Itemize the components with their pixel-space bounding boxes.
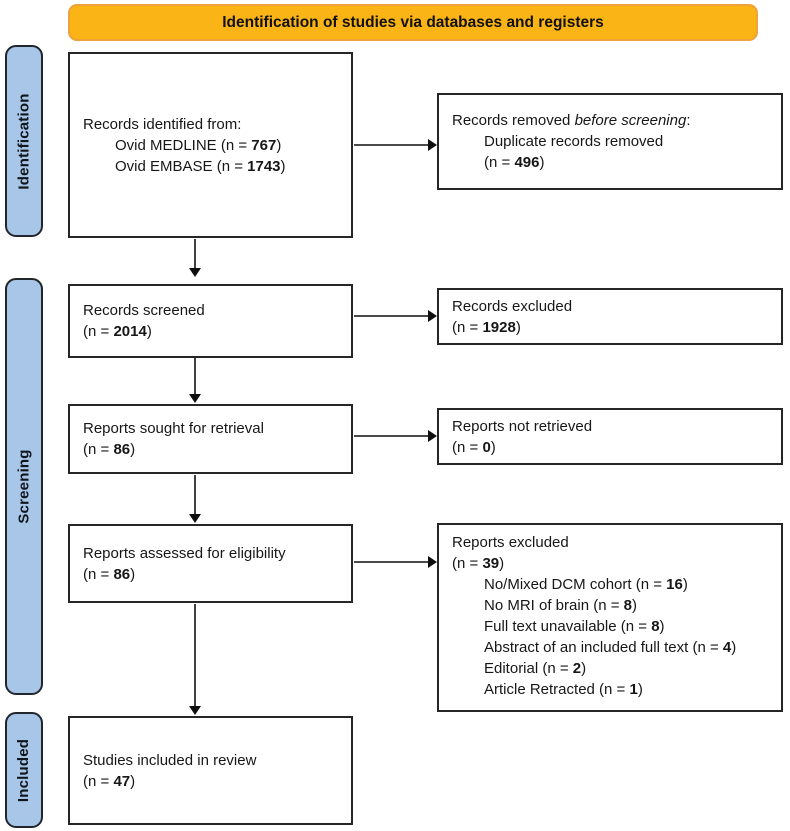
box-records-screened: Records screened (n = 2014)	[68, 284, 353, 358]
box-title: Reports assessed for eligibility	[83, 544, 286, 562]
box-title: Reports excluded	[452, 534, 569, 551]
count-value: 39	[482, 555, 500, 572]
exclusion-reason: Article Retracted (n = 1)	[484, 681, 643, 698]
arrowhead-right-icon	[428, 430, 437, 442]
exclusion-reason: No MRI of brain (n = 8)	[484, 597, 637, 614]
box-reports-excluded: Reports excluded (n = 39) No/Mixed DCM c…	[437, 523, 783, 712]
count-value: 2014	[113, 323, 147, 340]
count-value: 1	[629, 681, 638, 698]
box-title: Records removed before screening:	[452, 112, 691, 129]
arrow-shaft	[354, 435, 429, 437]
count-value: 1928	[482, 318, 516, 336]
arrowhead-right-icon	[428, 139, 437, 151]
arrowhead-down-icon	[189, 394, 201, 403]
n-line: (n = 86)	[83, 441, 136, 458]
arrowhead-right-icon	[428, 556, 437, 568]
count-value: 86	[113, 441, 131, 458]
count-value: 16	[666, 576, 683, 593]
n-line: (n = 1928)	[452, 318, 521, 336]
arrow-shaft	[194, 358, 196, 395]
count-value: 4	[722, 639, 732, 656]
box-records-removed: Records removed before screening: Duplic…	[437, 93, 783, 190]
count-value: 496	[514, 154, 540, 171]
arrow-identified-to-screened	[189, 239, 201, 277]
n-line: (n = 2014)	[83, 323, 152, 340]
box-studies-included: Studies included in review (n = 47)	[68, 716, 353, 825]
exclusion-reason: Full text unavailable (n = 8)	[484, 618, 665, 635]
italic-phrase: before screening	[574, 112, 687, 129]
box-title: Studies included in review	[83, 751, 257, 769]
count-value: 767	[251, 136, 277, 154]
n-line: (n = 47)	[83, 772, 136, 790]
count-value: 8	[651, 618, 660, 635]
count-value: 8	[623, 597, 632, 614]
box-reports-assessed: Reports assessed for eligibility (n = 86…	[68, 524, 353, 603]
box-title: Records excluded	[452, 297, 573, 315]
count-value: 2	[572, 660, 582, 677]
arrow-sought-to-not-retrieved	[354, 430, 437, 442]
reason-line: Duplicate records removed	[484, 133, 664, 150]
n-line: (n = 86)	[83, 565, 136, 583]
box-title: Records identified from:	[83, 115, 242, 133]
stage-label-identification: Identification	[5, 45, 43, 237]
count-value: 1743	[247, 157, 281, 175]
box-records-excluded: Records excluded (n = 1928)	[437, 288, 783, 345]
box-title: Reports sought for retrieval	[83, 420, 264, 437]
arrow-sought-to-assessed	[189, 475, 201, 523]
box-title: Records screened	[83, 302, 205, 319]
arrow-shaft	[354, 315, 429, 317]
arrowhead-down-icon	[189, 514, 201, 523]
source-line: Ovid MEDLINE (n = 767)	[115, 136, 282, 154]
arrow-shaft	[194, 604, 196, 707]
arrow-identified-to-removed	[354, 139, 437, 151]
stage-label-screening: Screening	[5, 278, 43, 695]
arrow-shaft	[354, 144, 429, 146]
arrowhead-down-icon	[189, 706, 201, 715]
arrowhead-right-icon	[428, 310, 437, 322]
n-line: (n = 0)	[452, 438, 496, 456]
exclusion-reason: No/Mixed DCM cohort (n = 16)	[484, 576, 688, 593]
exclusion-reason: Abstract of an included full text (n = 4…	[484, 639, 737, 656]
exclusion-reason: Editorial (n = 2)	[484, 660, 587, 677]
arrow-shaft	[354, 561, 429, 563]
box-reports-not-retrieved: Reports not retrieved (n = 0)	[437, 408, 783, 465]
box-records-identified: Records identified from: Ovid MEDLINE (n…	[68, 52, 353, 238]
n-line: (n = 496)	[484, 154, 545, 171]
diagram-header-banner: Identification of studies via databases …	[68, 4, 758, 41]
box-title: Reports not retrieved	[452, 417, 593, 435]
diagram-title: Identification of studies via databases …	[222, 14, 604, 31]
arrow-assessed-to-excluded	[354, 556, 437, 568]
arrowhead-down-icon	[189, 268, 201, 277]
count-value: 86	[113, 565, 131, 583]
stage-label-included: Included	[5, 712, 43, 828]
box-reports-sought: Reports sought for retrieval (n = 86)	[68, 404, 353, 474]
source-line: Ovid EMBASE (n = 1743)	[115, 157, 286, 175]
arrow-screened-to-excluded	[354, 310, 437, 322]
count-value: 47	[113, 772, 131, 790]
count-value: 0	[482, 438, 491, 456]
arrow-screened-to-sought	[189, 358, 201, 403]
arrow-shaft	[194, 475, 196, 515]
arrow-shaft	[194, 239, 196, 269]
arrow-assessed-to-included	[189, 604, 201, 715]
n-line: (n = 39)	[452, 555, 505, 572]
